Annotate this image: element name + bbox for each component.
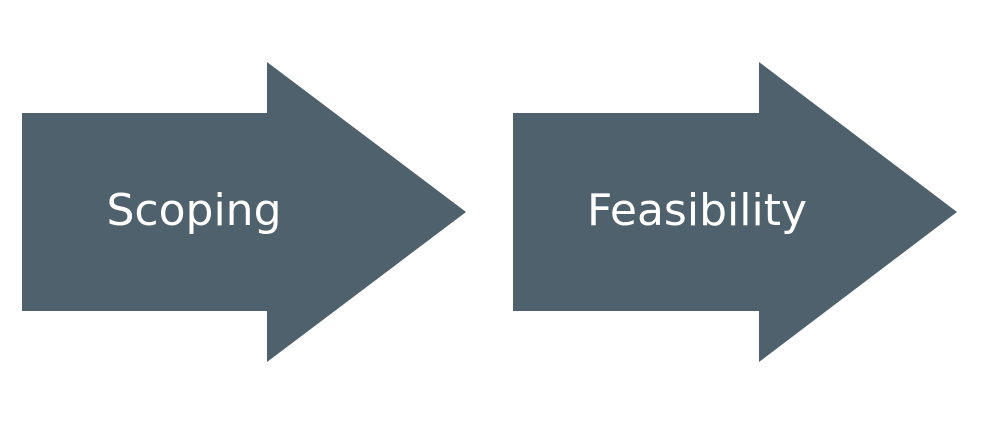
process-step-scoping: Scoping xyxy=(22,62,466,362)
step-label-feasibility: Feasibility xyxy=(587,185,807,236)
process-step-feasibility: Feasibility xyxy=(513,62,957,362)
arrow-shape-feasibility xyxy=(513,62,957,362)
step-label-scoping: Scoping xyxy=(106,185,281,236)
arrow-shape-scoping xyxy=(22,62,466,362)
